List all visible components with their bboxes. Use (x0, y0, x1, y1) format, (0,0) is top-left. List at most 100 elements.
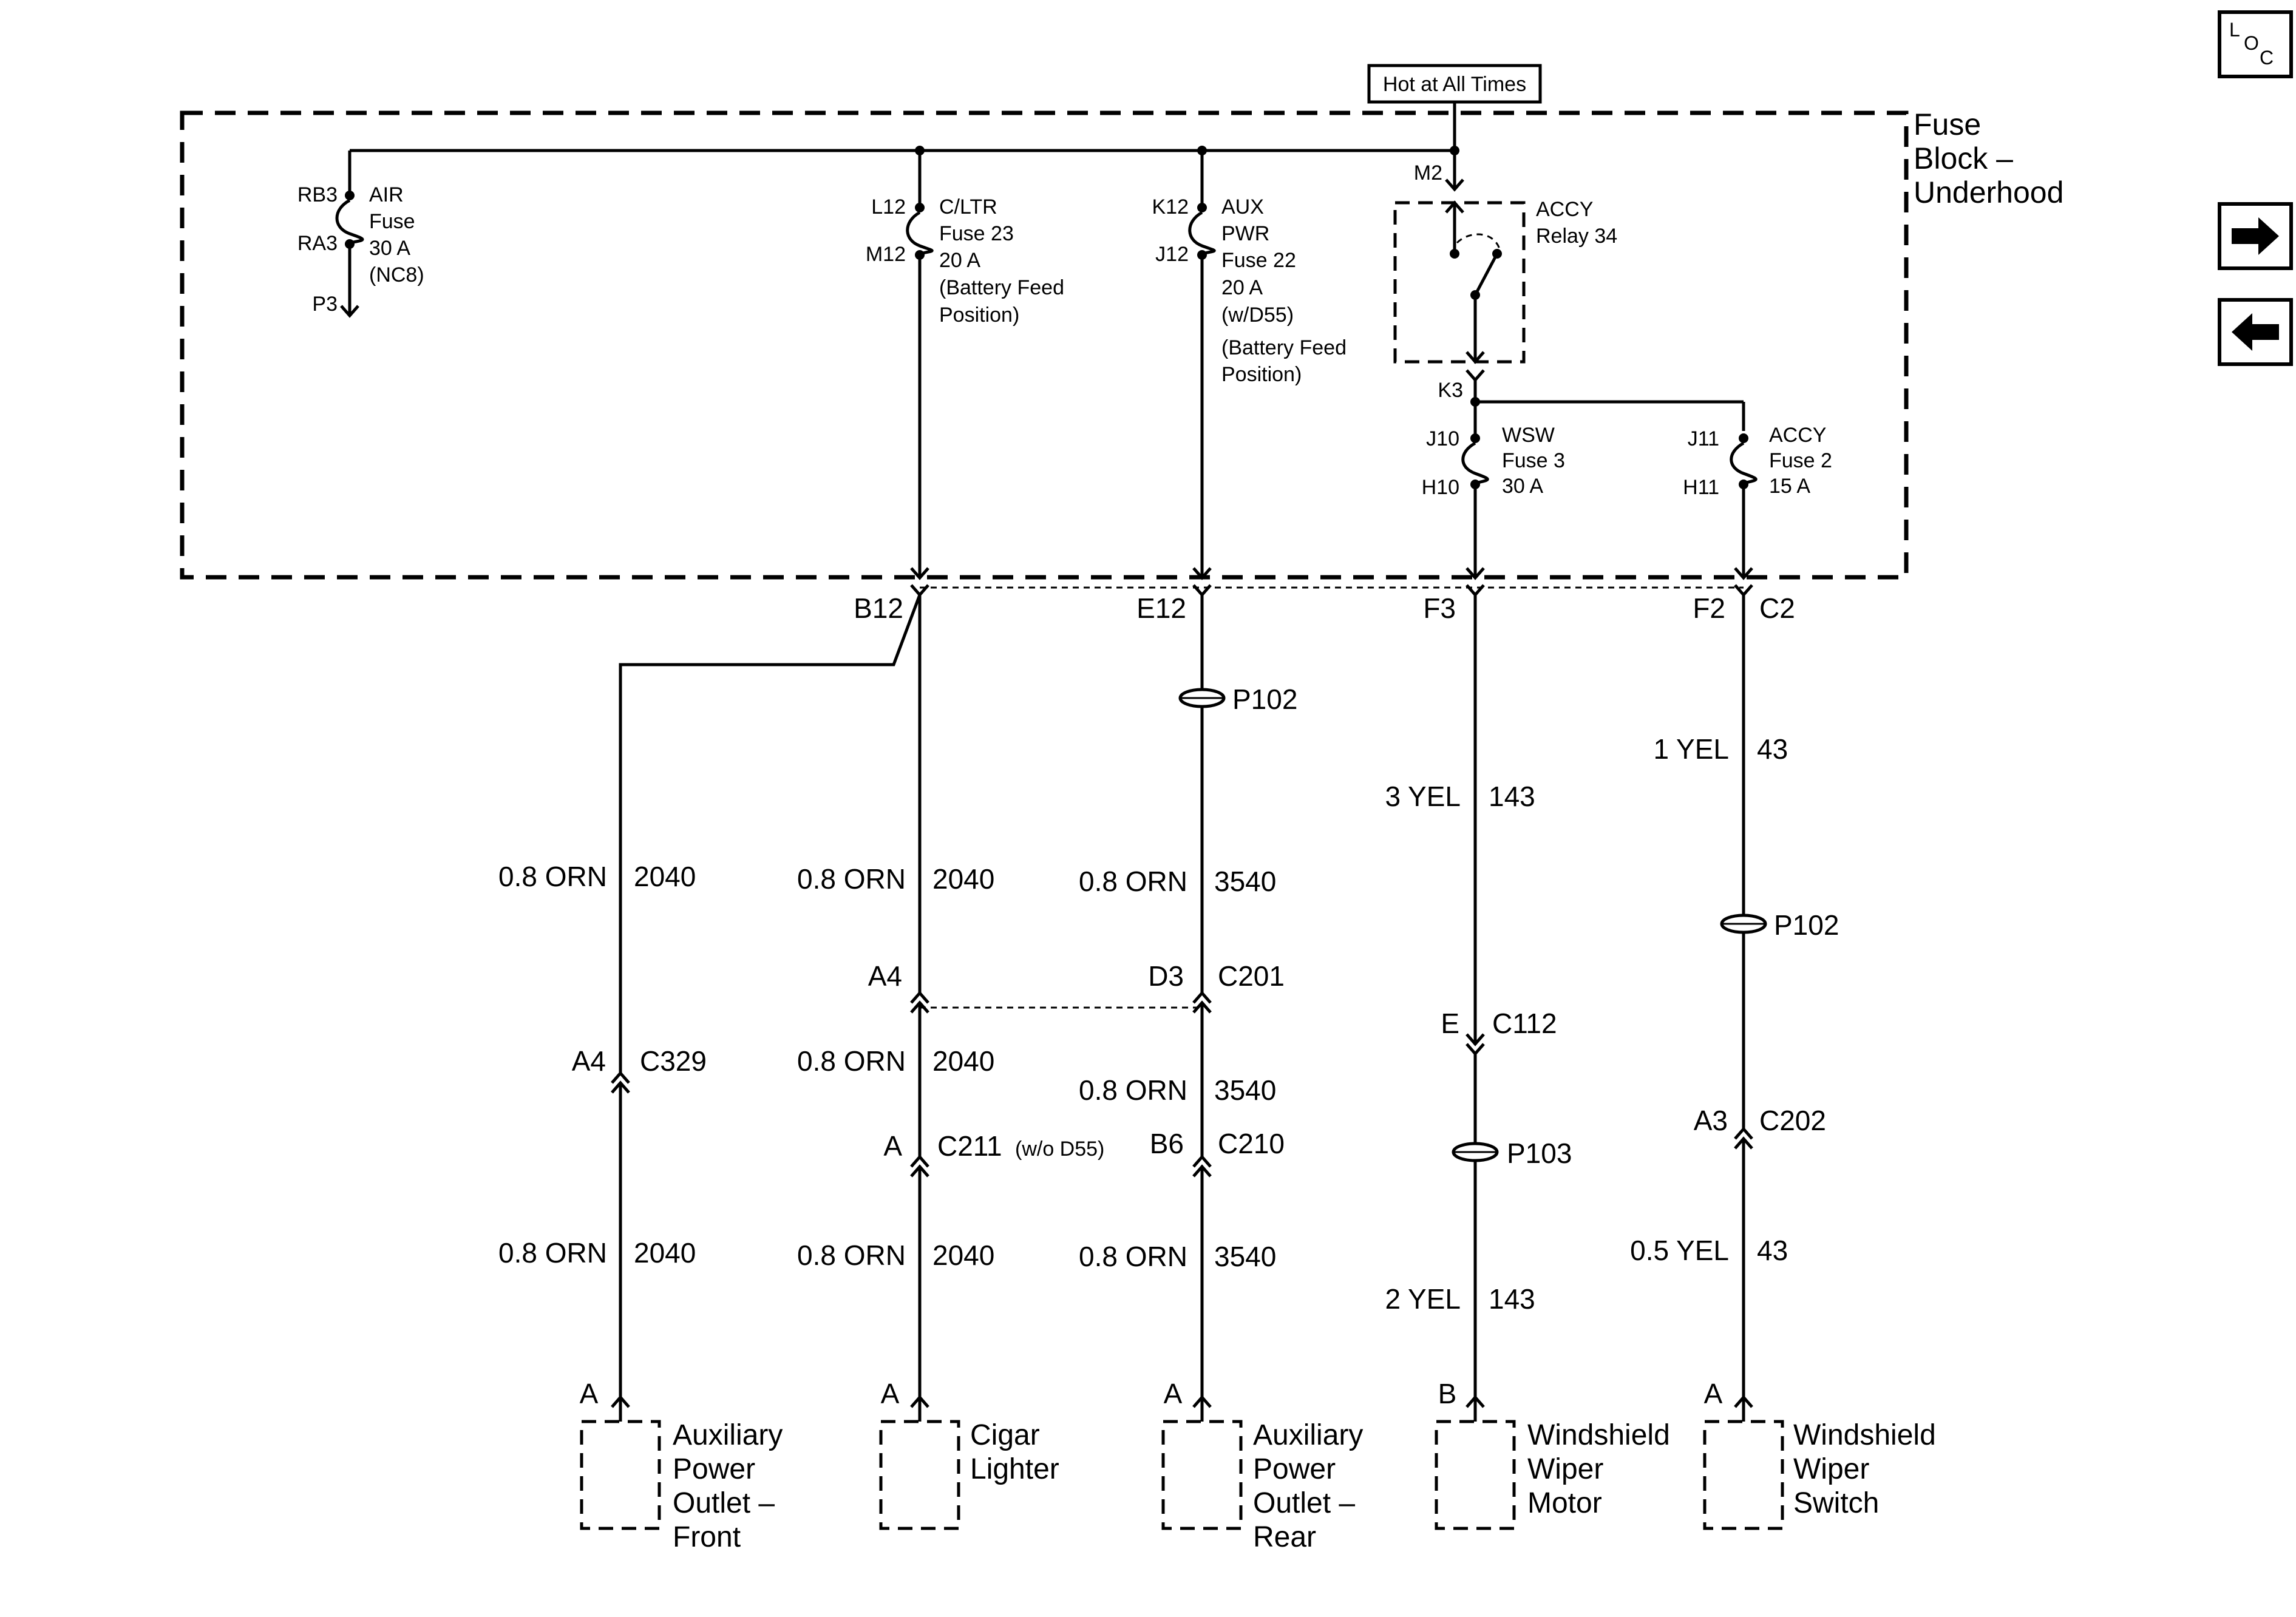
svg-text:A3: A3 (1694, 1105, 1728, 1136)
svg-text:E: E (1441, 1008, 1459, 1039)
fuse-block-title-3: Underhood (1914, 175, 2063, 209)
svg-text:2 YEL: 2 YEL (1385, 1283, 1461, 1315)
next-page-button[interactable] (2218, 202, 2293, 270)
svg-text:Front: Front (673, 1521, 741, 1553)
arrow-left-icon (2232, 313, 2279, 351)
svg-text:Switch: Switch (1793, 1487, 1879, 1519)
svg-text:Outlet –: Outlet – (673, 1487, 775, 1519)
svg-text:D3: D3 (1148, 960, 1184, 992)
svg-text:Wiper: Wiper (1793, 1453, 1869, 1485)
svg-text:0.8 ORN: 0.8 ORN (498, 1237, 607, 1269)
svg-text:B12: B12 (854, 592, 903, 624)
svg-text:Auxiliary: Auxiliary (673, 1419, 783, 1451)
svg-text:P102: P102 (1232, 683, 1297, 715)
svg-text:2040: 2040 (932, 863, 994, 895)
circuit-wiper-motor: 3 YEL 143 E C112 P103 2 YEL 143 (1385, 595, 1572, 1408)
svg-text:Fuse 22: Fuse 22 (1221, 249, 1296, 272)
svg-text:F2: F2 (1693, 592, 1725, 624)
svg-text:15 A: 15 A (1769, 475, 1810, 498)
svg-text:Fuse 2: Fuse 2 (1769, 449, 1832, 472)
component-aux-outlet-front: A Auxiliary Power Outlet – Front (580, 1378, 783, 1553)
cltr-fuse: L12 M12 C/LTR Fuse 23 20 A (Battery Feed… (866, 151, 1064, 580)
svg-text:H11: H11 (1683, 476, 1719, 499)
svg-text:Rear: Rear (1253, 1521, 1316, 1553)
fuse-block-outline (180, 110, 1909, 580)
hot-at-all-times-box: Hot at All Times (1367, 64, 1542, 104)
svg-text:C: C (2260, 47, 2274, 69)
svg-text:(NC8): (NC8) (369, 263, 424, 286)
svg-text:RA3: RA3 (297, 232, 338, 255)
svg-text:L: L (2229, 19, 2240, 41)
svg-text:(w/D55): (w/D55) (1221, 303, 1294, 327)
arrow-right-icon (2232, 217, 2279, 255)
svg-text:Wiper: Wiper (1527, 1453, 1603, 1485)
svg-text:A4: A4 (868, 960, 902, 992)
svg-text:3 YEL: 3 YEL (1385, 781, 1461, 812)
svg-text:P103: P103 (1507, 1137, 1572, 1169)
svg-text:K12: K12 (1152, 195, 1189, 219)
loc-button[interactable]: L O C (2218, 10, 2293, 78)
svg-text:3540: 3540 (1214, 1074, 1276, 1106)
svg-text:WSW: WSW (1502, 424, 1555, 447)
svg-text:43: 43 (1757, 1235, 1788, 1266)
svg-text:AIR: AIR (369, 183, 404, 206)
svg-text:0.8 ORN: 0.8 ORN (797, 863, 906, 895)
svg-text:3540: 3540 (1214, 866, 1276, 897)
accy-fuse: J11 H11 ACCY Fuse 2 15 A (1683, 424, 1832, 580)
svg-text:0.8 ORN: 0.8 ORN (1079, 1241, 1187, 1272)
svg-text:2040: 2040 (932, 1239, 994, 1271)
hot-label: Hot at All Times (1383, 73, 1526, 96)
svg-text:20 A: 20 A (939, 249, 980, 272)
svg-text:(Battery Feed: (Battery Feed (1221, 336, 1347, 359)
svg-text:ACCY: ACCY (1769, 424, 1826, 447)
svg-text:Outlet –: Outlet – (1253, 1487, 1355, 1519)
svg-text:0.8 ORN: 0.8 ORN (797, 1045, 906, 1077)
svg-text:143: 143 (1489, 1283, 1535, 1315)
svg-text:Power: Power (673, 1453, 755, 1485)
svg-text:K3: K3 (1438, 379, 1463, 402)
svg-text:C202: C202 (1759, 1105, 1826, 1136)
svg-text:M12: M12 (866, 243, 906, 266)
svg-text:A4: A4 (572, 1045, 606, 1077)
svg-text:0.8 ORN: 0.8 ORN (1079, 1074, 1187, 1106)
svg-text:C201: C201 (1218, 960, 1285, 992)
svg-text:J12: J12 (1155, 243, 1189, 266)
svg-text:A: A (1164, 1378, 1183, 1409)
component-cigar-lighter: A Cigar Lighter (879, 1378, 1059, 1530)
circuit-aux-front: 0.8 ORN 2040 A4 C329 0.8 ORN 2040 (498, 594, 922, 1408)
circuit-aux-rear: P102 0.8 ORN 3540 D3 C201 0.8 ORN 3540 B… (1079, 595, 1297, 1408)
svg-text:1 YEL: 1 YEL (1654, 733, 1729, 765)
svg-text:2040: 2040 (634, 861, 696, 892)
svg-text:B: B (1438, 1378, 1457, 1409)
svg-text:Power: Power (1253, 1453, 1336, 1485)
svg-text:Cigar: Cigar (970, 1419, 1040, 1451)
svg-text:0.8 ORN: 0.8 ORN (1079, 866, 1187, 897)
svg-text:Windshield: Windshield (1527, 1419, 1670, 1451)
k3-junction: K3 (1438, 369, 1745, 431)
svg-text:A: A (883, 1130, 902, 1162)
svg-text:3540: 3540 (1214, 1241, 1276, 1272)
svg-text:Position): Position) (939, 303, 1019, 327)
svg-text:Windshield: Windshield (1793, 1419, 1936, 1451)
circuit-cigar-lighter: 0.8 ORN 2040 A4 0.8 ORN 2040 A C211 (w/o… (797, 595, 1104, 1408)
svg-text:(w/o D55): (w/o D55) (1015, 1137, 1104, 1161)
svg-text:C211: C211 (937, 1130, 1002, 1162)
prev-page-button[interactable] (2218, 298, 2293, 366)
svg-text:0.8 ORN: 0.8 ORN (498, 861, 607, 892)
svg-text:E12: E12 (1136, 592, 1186, 624)
svg-text:C/LTR: C/LTR (939, 195, 997, 219)
wsw-fuse: J10 H10 WSW Fuse 3 30 A (1422, 402, 1565, 580)
svg-text:C112: C112 (1492, 1008, 1557, 1039)
svg-text:F3: F3 (1423, 592, 1456, 624)
accy-relay: M2 ACCY Relay 34 (1393, 151, 1617, 364)
svg-text:143: 143 (1489, 781, 1535, 812)
air-fuse: RB3 RA3 P3 AIR Fuse 30 A (NC8) (297, 151, 424, 318)
svg-text:L12: L12 (871, 195, 906, 219)
svg-text:A: A (881, 1378, 900, 1409)
svg-text:30 A: 30 A (1502, 475, 1543, 498)
svg-text:C2: C2 (1759, 592, 1795, 624)
svg-text:A: A (1704, 1378, 1723, 1409)
svg-text:J10: J10 (1426, 427, 1459, 450)
circuit-wiper-switch: 1 YEL 43 P102 A3 C202 0.5 YEL 43 (1630, 595, 1839, 1408)
